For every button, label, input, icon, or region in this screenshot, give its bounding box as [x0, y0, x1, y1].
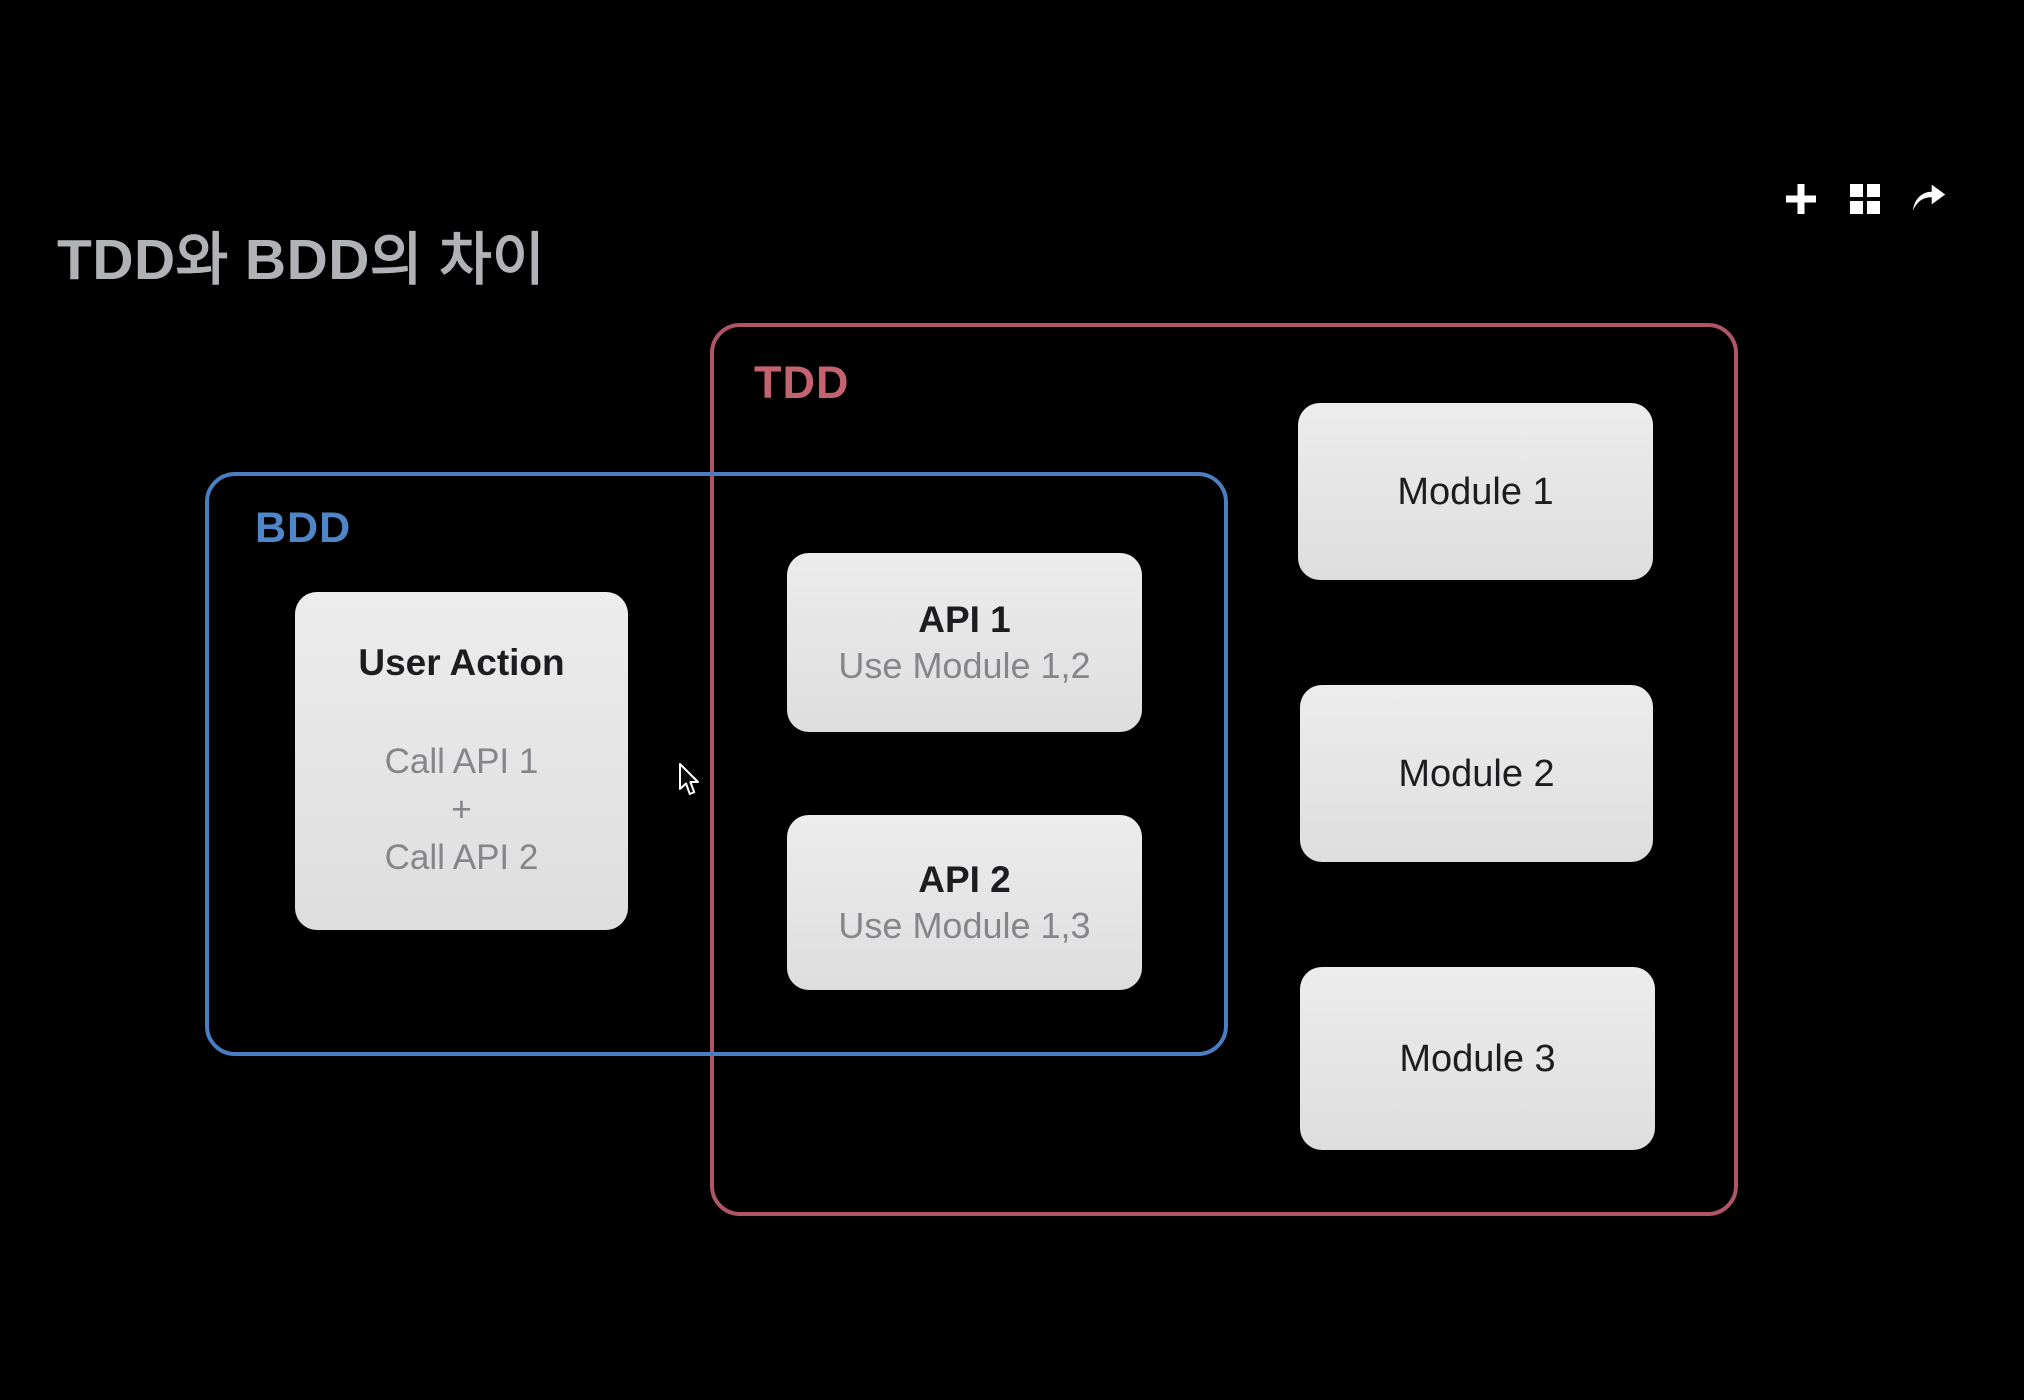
user-action-line: Call API 1: [384, 742, 539, 781]
module3-title: Module 3: [1399, 1037, 1556, 1080]
tdd-group-label: TDD: [754, 357, 850, 408]
share-icon[interactable]: [1911, 181, 1947, 217]
user-action-title: User Action: [358, 642, 565, 683]
user-action-node[interactable]: User Action Call API 1 + Call API 2: [295, 592, 628, 930]
user-action-line: +: [451, 790, 472, 829]
add-icon[interactable]: [1783, 181, 1819, 217]
api1-subtitle: Use Module 1,2: [838, 644, 1091, 686]
api2-subtitle: Use Module 1,3: [838, 904, 1091, 946]
bdd-group-box[interactable]: BDD: [205, 472, 1228, 1056]
mouse-cursor-icon: [679, 763, 699, 795]
module1-title: Module 1: [1397, 470, 1554, 513]
page-title: TDD와 BDD의 차이: [57, 228, 546, 292]
module2-title: Module 2: [1398, 752, 1555, 795]
user-action-line: Call API 2: [384, 838, 539, 877]
toolbar: [1783, 181, 1947, 217]
module2-node[interactable]: Module 2: [1300, 685, 1653, 862]
api1-title: API 1: [918, 598, 1011, 640]
api1-node[interactable]: API 1 Use Module 1,2: [787, 553, 1142, 732]
user-action-detail: Call API 1 + Call API 2: [385, 738, 539, 882]
tdd-group-box[interactable]: TDD: [710, 323, 1738, 1216]
api2-node[interactable]: API 2 Use Module 1,3: [787, 815, 1142, 990]
module3-node[interactable]: Module 3: [1300, 967, 1655, 1150]
bdd-group-label: BDD: [255, 504, 352, 552]
module1-node[interactable]: Module 1: [1298, 403, 1653, 580]
api2-title: API 2: [918, 858, 1011, 900]
grid-icon[interactable]: [1847, 181, 1883, 217]
